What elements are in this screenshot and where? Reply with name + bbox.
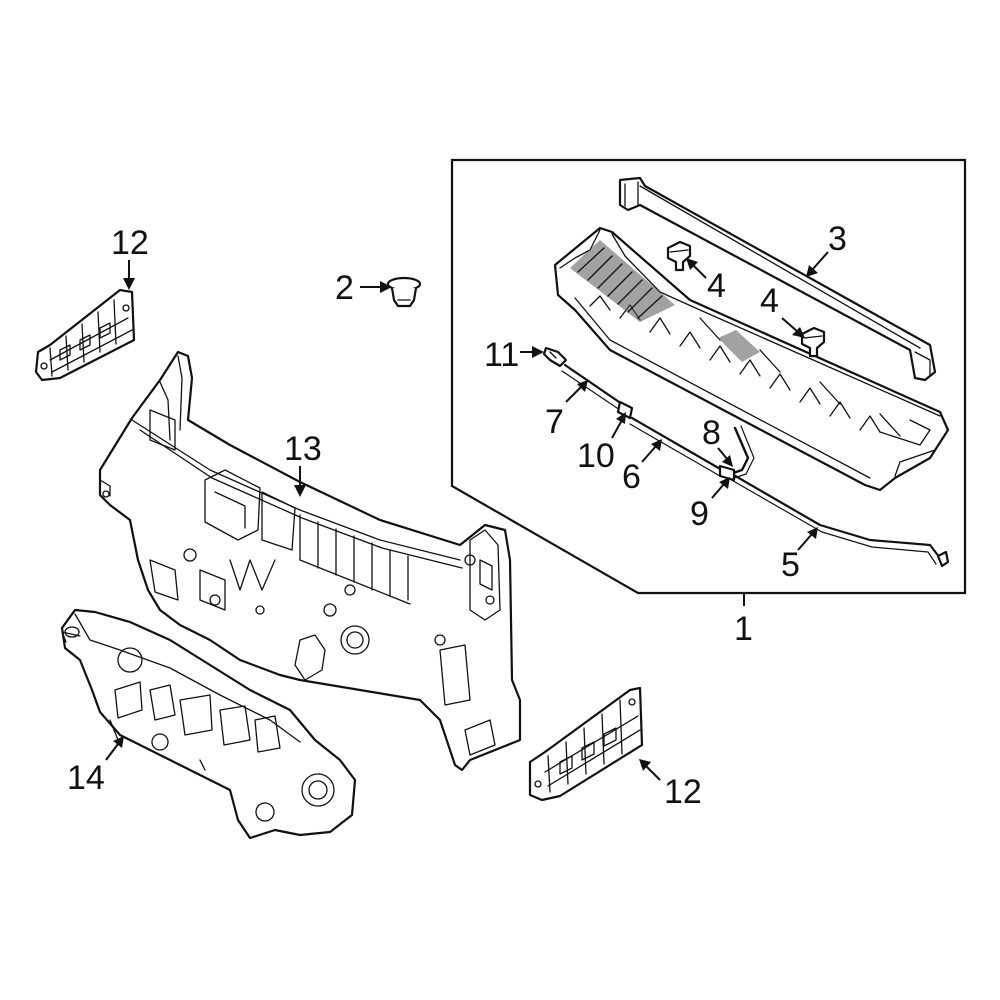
arrow-12b xyxy=(639,759,651,771)
assembly-1-frame xyxy=(450,158,967,595)
leader-14 xyxy=(105,743,119,761)
arrow-6 xyxy=(651,439,662,451)
cowl-seal-strip-part-3[interactable] xyxy=(618,176,937,382)
arrow-7 xyxy=(577,380,588,392)
callout-3: 3 xyxy=(828,220,847,258)
side-bracket-part-12-left[interactable] xyxy=(34,288,136,382)
cowl-top-cover-panel[interactable] xyxy=(553,226,950,492)
callout-10: 10 xyxy=(577,437,615,475)
arrow-12a xyxy=(123,278,135,290)
leader-9 xyxy=(711,483,725,499)
arrow-5 xyxy=(807,527,818,539)
clip-part-4-upper[interactable] xyxy=(666,240,692,272)
hose-joint-part-9[interactable] xyxy=(718,464,736,482)
arrow-4a xyxy=(686,258,698,270)
leader-4b xyxy=(781,317,799,333)
arrow-10 xyxy=(616,412,626,424)
leader-3 xyxy=(811,251,829,271)
leader-8 xyxy=(717,447,729,461)
leader-4a xyxy=(691,263,707,279)
leader-12b xyxy=(645,765,661,781)
arrow-9 xyxy=(719,477,730,489)
callout-2: 2 xyxy=(335,269,354,307)
callout-1: 1 xyxy=(734,610,753,648)
arrow-8 xyxy=(722,455,733,467)
leader-10 xyxy=(611,419,623,439)
hose-tee-part-8[interactable] xyxy=(728,425,755,479)
side-bracket-part-12-right[interactable] xyxy=(528,686,644,802)
arrow-11 xyxy=(532,346,544,358)
callout-12-left: 12 xyxy=(111,224,149,262)
callout-5: 5 xyxy=(781,546,800,584)
washer-hose-part-5[interactable] xyxy=(723,468,950,568)
callout-4-upper: 4 xyxy=(707,267,726,305)
callout-11: 11 xyxy=(484,336,519,374)
grommet-part-2[interactable] xyxy=(386,276,422,308)
arrow-4b xyxy=(792,327,805,338)
dash-insulator-part-14[interactable] xyxy=(60,608,357,840)
callout-12-right: 12 xyxy=(664,773,702,811)
dash-panel-part-13[interactable] xyxy=(98,350,522,772)
arrow-14 xyxy=(113,736,124,748)
leader-7 xyxy=(565,385,583,403)
callout-14: 14 xyxy=(67,759,105,797)
callout-4-lower: 4 xyxy=(760,282,779,320)
callout-9: 9 xyxy=(690,495,709,533)
washer-nozzle-part-11[interactable] xyxy=(542,346,568,368)
arrow-3 xyxy=(806,265,818,277)
washer-hose-part-7[interactable] xyxy=(561,363,624,411)
callout-13: 13 xyxy=(284,430,322,468)
leader-5 xyxy=(797,533,813,551)
callout-6: 6 xyxy=(622,458,641,496)
washer-hose-part-6[interactable] xyxy=(629,416,724,477)
clip-part-4-lower[interactable] xyxy=(800,326,826,358)
arrow-13 xyxy=(294,485,306,497)
hose-connector-part-10[interactable] xyxy=(616,400,634,420)
leader-6 xyxy=(641,445,657,463)
callout-7: 7 xyxy=(545,403,564,441)
arrow-2 xyxy=(380,281,392,293)
callout-8: 8 xyxy=(702,414,721,452)
